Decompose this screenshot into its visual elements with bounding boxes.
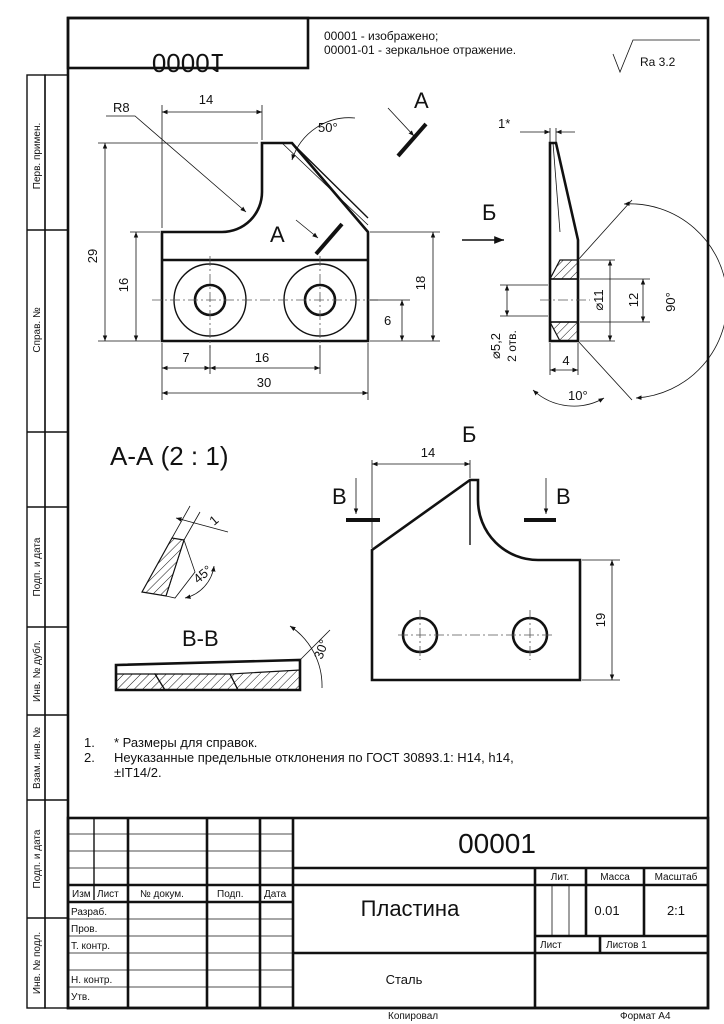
view-b-dim-14: 14	[421, 445, 435, 460]
dim-16-vert: 16	[116, 278, 131, 292]
dim-30: 30	[257, 375, 271, 390]
view-b-mark-v-right: В	[556, 484, 571, 509]
side-label-podp-data-2: Подп. и дата	[32, 829, 43, 888]
dim-29: 29	[85, 249, 100, 263]
section-vv: В-В 30°	[114, 625, 332, 692]
tb-name: Пластина	[361, 896, 460, 921]
mirrored-code: 00001	[152, 48, 224, 78]
section-aa-dim-1: 1	[206, 512, 221, 528]
note-3-text: ±IT14/2.	[114, 765, 162, 780]
view-b-dim-19: 19	[593, 613, 608, 627]
plate-outline	[160, 141, 370, 343]
dim-r8: R8	[113, 100, 130, 115]
header-note-1: 00001 - изображено;	[324, 29, 438, 43]
tb-material: Сталь	[386, 972, 423, 987]
dim-12: 12	[626, 293, 641, 307]
view-b-outline	[370, 478, 582, 682]
note-1-text: * Размеры для справок.	[114, 735, 257, 750]
dim-14-top: 14	[199, 92, 213, 107]
dim-1-star: 1*	[498, 116, 510, 131]
note-2-text: Неуказанные предельные отклонения по ГОС…	[114, 750, 514, 765]
footer-format: Формат А4	[620, 1011, 671, 1022]
note-1-num: 1.	[84, 735, 95, 750]
side-label-vzam-inv: Взам. инв. №	[32, 727, 43, 789]
dim-16-horiz: 16	[255, 350, 269, 365]
section-vv-title: В-В	[182, 626, 219, 651]
tb-role-t-kontr: Т. контр.	[71, 941, 110, 952]
notes: 1. * Размеры для справок. 2. Неуказанные…	[84, 735, 514, 780]
tb-role-n-kontr: Н. контр.	[71, 975, 112, 986]
dim-holes-count: 2 отв.	[505, 330, 519, 362]
tb-mass-value: 0.01	[594, 903, 619, 918]
main-view: R8 14 50° 29 16 18 6 7	[85, 88, 440, 400]
tb-role-razrab: Разраб.	[71, 906, 107, 918]
dim-diam-11: ⌀11	[591, 289, 606, 310]
arrow-b-label: Б	[482, 200, 496, 225]
tb-mass-label: Масса	[600, 872, 630, 883]
tb-header-list: Лист	[97, 889, 119, 900]
outer-frame	[66, 16, 710, 1010]
tb-header-doc: № докум.	[140, 889, 184, 900]
dim-angle-10: 10°	[568, 388, 588, 403]
side-label-perv-primen: Перв. примен.	[32, 123, 43, 189]
tb-sheet-label: Лист	[540, 940, 562, 951]
tb-lit-label: Лит.	[551, 872, 569, 883]
note-2-num: 2.	[84, 750, 95, 765]
side-label-inv-dubl: Инв. № дубл.	[31, 640, 43, 702]
title-block: Изм Лист № докум. Подп. Дата Разраб. Про…	[66, 816, 710, 1010]
dim-6: 6	[384, 313, 391, 328]
dim-angle-90: 90°	[663, 292, 678, 312]
roughness-value: Ra 3.2	[640, 55, 676, 69]
tb-scale-value: 2:1	[667, 903, 685, 918]
dim-diam-5-2: ⌀5,2	[488, 333, 503, 359]
side-strip: Перв. примен. Справ. № Подп. и дата Инв.…	[26, 74, 69, 1009]
section-aa-dim-45: 45°	[190, 562, 215, 586]
side-label-inv-podl: Инв. № подл.	[32, 932, 43, 994]
dim-angle-50: 50°	[318, 120, 338, 135]
dim-4: 4	[562, 353, 569, 368]
tb-role-prov: Пров.	[71, 924, 97, 935]
tb-header-izm: Изм	[72, 889, 91, 900]
section-mark-a-top: А	[414, 88, 429, 113]
view-b-title: Б	[462, 422, 476, 447]
tb-header-data: Дата	[264, 889, 287, 900]
dim-7: 7	[182, 350, 189, 365]
roughness-sign: Ra 3.2	[612, 39, 700, 74]
dim-18: 18	[413, 276, 428, 290]
tb-sheets-label: Листов 1	[606, 940, 647, 951]
view-b-mark-v-left: В	[332, 484, 347, 509]
section-aa: А-А (2 : 1) 1 45°	[110, 441, 228, 599]
side-view: Б 1* ⌀11 12 90° ⌀5,2 2 отв. 4	[462, 116, 724, 407]
section-mark-a-mid: А	[270, 222, 285, 247]
footer-copied: Копировал	[388, 1011, 438, 1022]
tb-role-utv: Утв.	[71, 992, 90, 1003]
top-stamp: 00001	[66, 16, 310, 78]
tb-scale-label: Масштаб	[655, 871, 698, 883]
tb-header-podp: Подп.	[217, 889, 244, 900]
section-aa-title: А-А (2 : 1)	[110, 441, 228, 471]
header-note-2: 00001-01 - зеркальное отражение.	[324, 43, 516, 57]
side-label-sprav-no: Справ. №	[32, 307, 43, 353]
view-b: Б 14 19 В В	[332, 422, 620, 682]
section-vv-dim-30: 30°	[311, 637, 332, 661]
tb-designation: 00001	[458, 828, 536, 859]
side-label-podp-data-1: Подп. и дата	[32, 537, 43, 596]
side-outline	[548, 141, 580, 343]
